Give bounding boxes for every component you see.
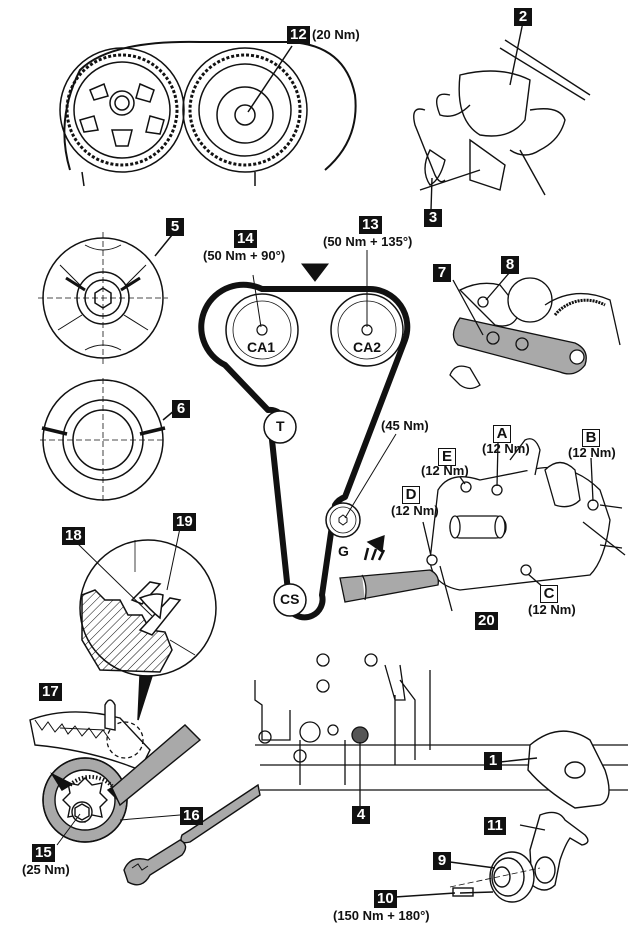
tensioner-tool-illustration bbox=[339, 535, 439, 603]
callout-3: 3 bbox=[424, 209, 442, 227]
torque-14: (50 Nm + 90°) bbox=[203, 248, 286, 263]
callout-8: 8 bbox=[501, 256, 519, 274]
arrow-right bbox=[120, 276, 141, 292]
leader-line-16 bbox=[119, 814, 181, 821]
callout-16: 16 bbox=[180, 807, 203, 825]
tensioner-assembly-illustration bbox=[29, 699, 261, 886]
callout-e: E bbox=[438, 448, 456, 466]
pulley-tensioner bbox=[263, 410, 297, 444]
engine-top-illustration bbox=[413, 21, 591, 211]
callout-10: 10 bbox=[374, 890, 397, 908]
leader-line-g bbox=[344, 433, 397, 519]
callout-19: 19 bbox=[173, 513, 196, 531]
leader-line-b bbox=[590, 457, 594, 502]
callout-17: 17 bbox=[39, 683, 62, 701]
leader-line-20 bbox=[439, 565, 453, 612]
leader-line-a bbox=[496, 441, 499, 487]
callout-14: 14 bbox=[234, 230, 257, 248]
callout-15: 15 bbox=[32, 844, 55, 862]
label-ca2: CA2 bbox=[353, 339, 382, 355]
label-cs: CS bbox=[280, 591, 300, 607]
callout-11: 11 bbox=[484, 817, 506, 835]
torque-12: (20 Nm) bbox=[312, 27, 360, 42]
leader-line-e bbox=[459, 476, 466, 485]
callout-7: 7 bbox=[433, 264, 451, 282]
leader-line-7 bbox=[452, 279, 484, 336]
callout-c: C bbox=[540, 585, 558, 603]
torque-b: (12 Nm) bbox=[568, 445, 616, 460]
callout-20: 20 bbox=[475, 612, 498, 630]
leader-line-17 bbox=[59, 727, 106, 731]
tensioner-detail-illustration bbox=[77, 527, 217, 721]
leader-line-10 bbox=[394, 892, 456, 898]
leader-line-d bbox=[422, 521, 432, 557]
leader-line-5 bbox=[154, 234, 173, 257]
label-t: T bbox=[276, 418, 285, 434]
torque-e: (12 Nm) bbox=[421, 463, 469, 478]
leader-line-11 bbox=[519, 824, 546, 831]
pulley-ca1 bbox=[225, 293, 299, 367]
torque-d: (12 Nm) bbox=[391, 503, 439, 518]
crank-sprocket-illustration bbox=[38, 232, 173, 364]
cover-parts-illustration bbox=[394, 730, 610, 903]
callout-1: 1 bbox=[484, 752, 502, 770]
callout-13: 13 bbox=[359, 216, 382, 234]
torque-a: (12 Nm) bbox=[482, 441, 530, 456]
leader-line-15 bbox=[56, 813, 81, 846]
timing-mark-arrow bbox=[300, 263, 330, 282]
torque-13: (50 Nm + 135°) bbox=[323, 234, 413, 249]
camshaft-sprockets-illustration bbox=[59, 40, 357, 187]
callout-6: 6 bbox=[172, 400, 190, 418]
label-g: G bbox=[338, 543, 349, 559]
belt-routing-diagram bbox=[198, 250, 411, 621]
torque-g: (45 Nm) bbox=[381, 418, 429, 433]
callout-b: B bbox=[582, 429, 600, 447]
leader-line-2 bbox=[509, 21, 524, 86]
arrow-right bbox=[139, 426, 166, 436]
label-ca1: CA1 bbox=[247, 339, 276, 355]
callout-a: A bbox=[493, 425, 511, 443]
pulley-idler-g bbox=[325, 502, 361, 538]
pulley-crankshaft bbox=[273, 583, 307, 617]
torque-c: (12 Nm) bbox=[528, 602, 576, 617]
leader-line-9 bbox=[449, 861, 496, 869]
leader-line-3 bbox=[430, 177, 433, 211]
water-pump-illustration bbox=[422, 438, 626, 612]
callout-5: 5 bbox=[166, 218, 184, 236]
torque-10: (150 Nm + 180°) bbox=[333, 908, 430, 923]
locking-tool-illustration bbox=[449, 271, 621, 390]
leader-line-12 bbox=[247, 45, 293, 113]
arrow-left bbox=[41, 426, 68, 436]
callout-2: 2 bbox=[514, 8, 532, 26]
leader-line-14 bbox=[252, 274, 262, 328]
leader-line-1 bbox=[499, 757, 538, 763]
torque-15: (25 Nm) bbox=[22, 862, 70, 877]
leader-line-18 bbox=[77, 543, 153, 617]
callout-18: 18 bbox=[62, 527, 85, 545]
leader-line-19 bbox=[166, 527, 181, 591]
callout-9: 9 bbox=[433, 852, 451, 870]
arrow-left bbox=[65, 276, 86, 292]
callout-12: 12 bbox=[287, 26, 310, 44]
callout-4: 4 bbox=[352, 806, 370, 824]
leader-line-8 bbox=[485, 271, 511, 301]
callout-d: D bbox=[402, 486, 420, 504]
crank-keyway-illustration bbox=[40, 378, 176, 502]
